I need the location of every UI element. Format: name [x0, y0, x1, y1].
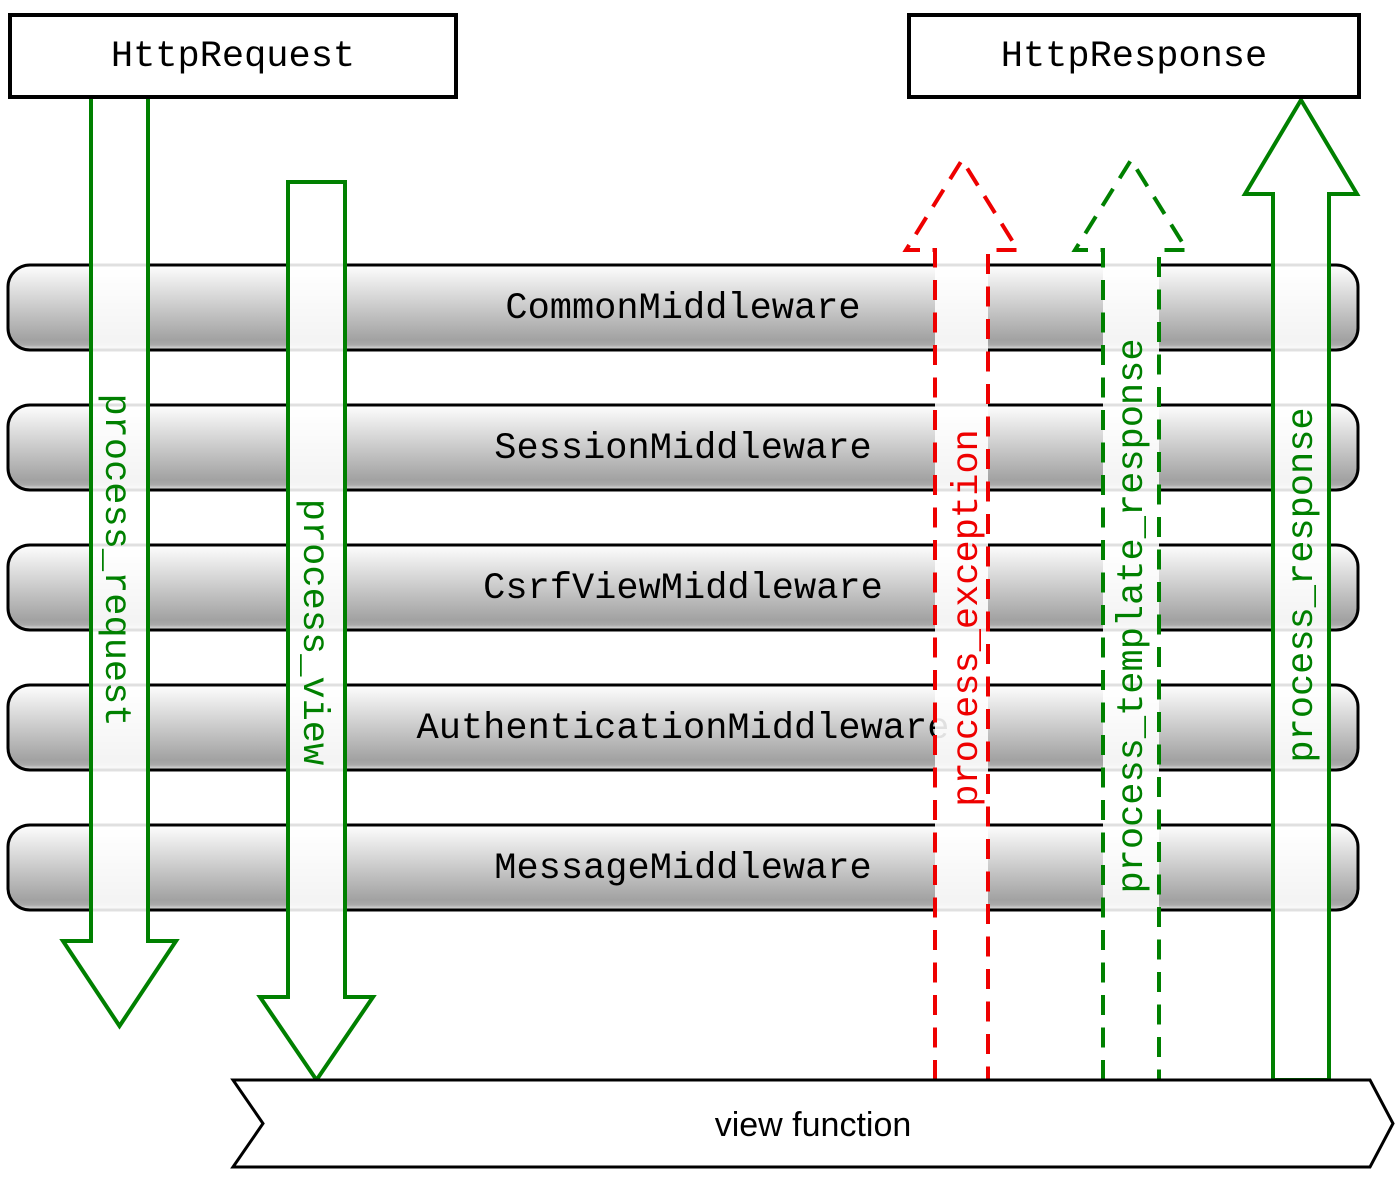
process-template-response-label: process_template_response [1112, 338, 1154, 893]
flow-arrows [59, 95, 1361, 1084]
process-template-response-arrow [1071, 156, 1191, 1080]
middleware-bar-label: CsrfViewMiddleware [483, 568, 883, 610]
arrow-labels: process_request process_view process_exc… [94, 338, 1324, 893]
http-request-box-shape [8, 13, 458, 99]
http-response-box-shape [907, 13, 1361, 99]
http-request-box-label: HttpRequest [111, 36, 355, 78]
middleware-bar-label: AuthenticationMiddleware [417, 708, 950, 750]
http-response-box: HttpResponse [907, 13, 1361, 99]
middleware-bar-label: CommonMiddleware [505, 288, 860, 330]
process-response-label: process_response [1282, 407, 1324, 762]
middleware-bar-label: SessionMiddleware [494, 428, 871, 470]
process-request-arrow [59, 95, 180, 1030]
http-request-box: HttpRequest [8, 13, 458, 99]
process-exception-label: process_exception [947, 429, 989, 806]
process-request-label: process_request [94, 393, 136, 726]
process-view-arrow [256, 180, 377, 1084]
middleware-bar-label: MessageMiddleware [494, 848, 871, 890]
view-function-banner: view function [230, 1078, 1395, 1169]
process-response-arrow [1241, 96, 1361, 1082]
view-function-banner-shape [230, 1078, 1395, 1169]
view-function-banner-label: view function [715, 1106, 912, 1144]
http-response-box-label: HttpResponse [1001, 36, 1267, 78]
process-exception-arrow [902, 156, 1022, 1080]
process-view-label: process_view [292, 499, 334, 765]
